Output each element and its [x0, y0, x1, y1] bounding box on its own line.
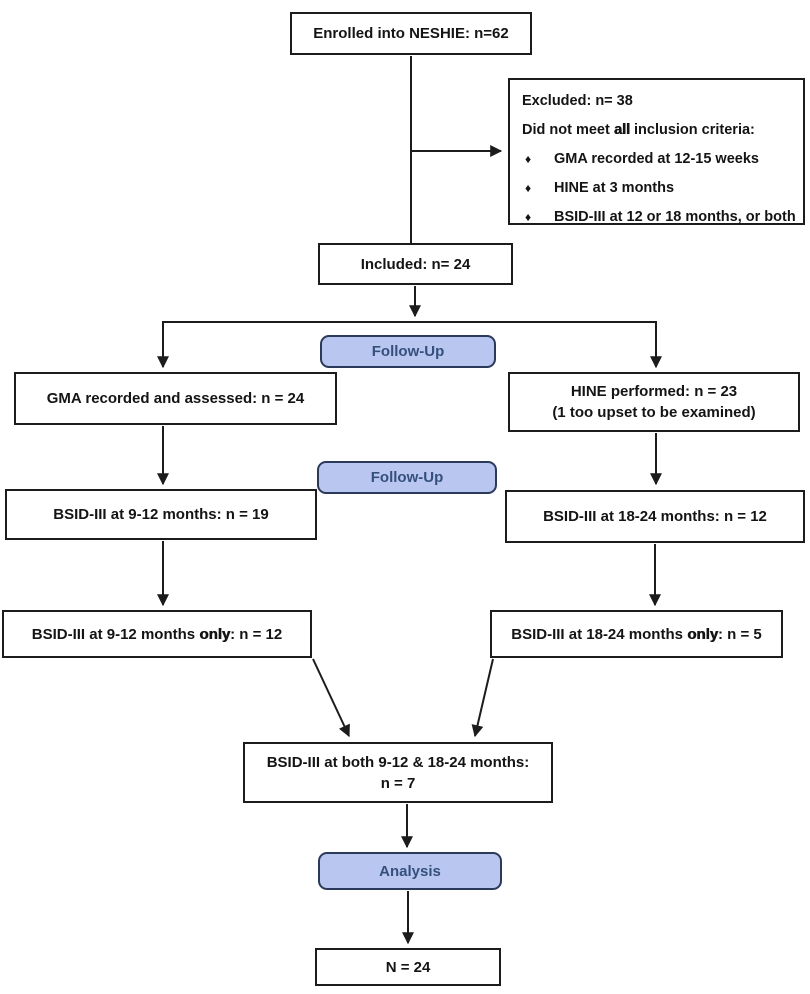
node-both-timepoints: BSID-III at both 9-12 & 18-24 months: n …: [243, 742, 553, 803]
node-final-n-label: N = 24: [385, 958, 431, 976]
diamond-bullet-icon: ♦: [525, 210, 532, 224]
excluded-count: Excluded: n= 38: [522, 93, 633, 109]
node-gma-label: GMA recorded and assessed: n = 24: [46, 390, 305, 407]
node-hine: HINE performed: n = 23 (1 too upset to b…: [508, 372, 800, 432]
excluded-bullet-1-text: GMA recorded at 12-15 weeks: [554, 151, 759, 167]
excluded-criteria-heading: Did not meet all inclusion criteria:: [522, 116, 755, 145]
excluded-bullet-1: ♦ GMA recorded at 12-15 weeks: [522, 145, 759, 174]
stage-label-analysis: Analysis: [318, 852, 502, 890]
node-included: Included: n= 24: [318, 243, 513, 285]
excluded-bullet-2: ♦ HINE at 3 months: [522, 174, 674, 203]
followup-1-label: Follow-Up: [371, 343, 445, 360]
analysis-label: Analysis: [379, 862, 441, 880]
node-bsid-9-12: BSID-III at 9-12 months: n = 19: [5, 489, 317, 540]
excluded-bullet-3-text: BSID-III at 12 or 18 months, or both: [554, 209, 796, 225]
bsid-18-24-only-a: BSID-III at 18-24 months: [511, 625, 688, 643]
followup-2-label: Follow-Up: [370, 469, 444, 486]
node-bsid-18-24: BSID-III at 18-24 months: n = 12: [505, 490, 805, 543]
node-bsid-9-12-only: BSID-III at 9-12 months only: n = 12: [2, 610, 312, 658]
node-final-n: N = 24: [315, 948, 501, 986]
node-bsid-18-24-only: BSID-III at 18-24 months only: n = 5: [490, 610, 783, 658]
arrow-left-to-both: [312, 658, 350, 738]
criteria-text-a: Did not meet: [522, 122, 614, 138]
node-bsid-18-24-label: BSID-III at 18-24 months: n = 12: [543, 508, 767, 525]
bsid-18-24-only-b: : n = 5: [717, 625, 762, 643]
diamond-bullet-icon: ♦: [525, 181, 532, 195]
node-bsid-9-12-label: BSID-III at 9-12 months: n = 19: [53, 506, 269, 523]
node-enrolled: Enrolled into NESHIE: n=62: [290, 12, 532, 55]
bsid-9-12-only-b: : n = 12: [230, 625, 283, 643]
stage-label-followup-1: Follow-Up: [320, 335, 496, 368]
node-hine-line1: HINE performed: n = 23: [570, 383, 738, 400]
arrow-right-to-both: [471, 658, 494, 738]
bsid-9-12-only-emph: only: [199, 625, 231, 643]
bsid-9-12-only-a: BSID-III at 9-12 months: [31, 625, 200, 643]
node-hine-line2: (1 too upset to be examined): [552, 404, 756, 421]
bsid-18-24-only-emph: only: [687, 625, 718, 643]
node-both-line2: n = 7: [380, 774, 416, 792]
node-enrolled-label: Enrolled into NESHIE: n=62: [313, 25, 509, 42]
criteria-text-emph: all: [613, 122, 630, 138]
stage-label-followup-2: Follow-Up: [317, 461, 497, 494]
node-gma: GMA recorded and assessed: n = 24: [14, 372, 337, 425]
node-bsid-18-24-only-label: BSID-III at 18-24 months only: n = 5: [511, 624, 761, 645]
diamond-bullet-icon: ♦: [525, 152, 532, 166]
excluded-bullet-3: ♦ BSID-III at 12 or 18 months, or both: [522, 203, 796, 232]
node-bsid-9-12-only-label: BSID-III at 9-12 months only: n = 12: [32, 624, 282, 645]
excluded-bullet-2-text: HINE at 3 months: [554, 180, 675, 196]
node-both-line1: BSID-III at both 9-12 & 18-24 months:: [266, 753, 530, 771]
criteria-text-b: inclusion criteria:: [629, 122, 755, 138]
node-included-label: Included: n= 24: [360, 255, 471, 273]
node-excluded: Excluded: n= 38 Did not meet all inclusi…: [508, 78, 805, 225]
